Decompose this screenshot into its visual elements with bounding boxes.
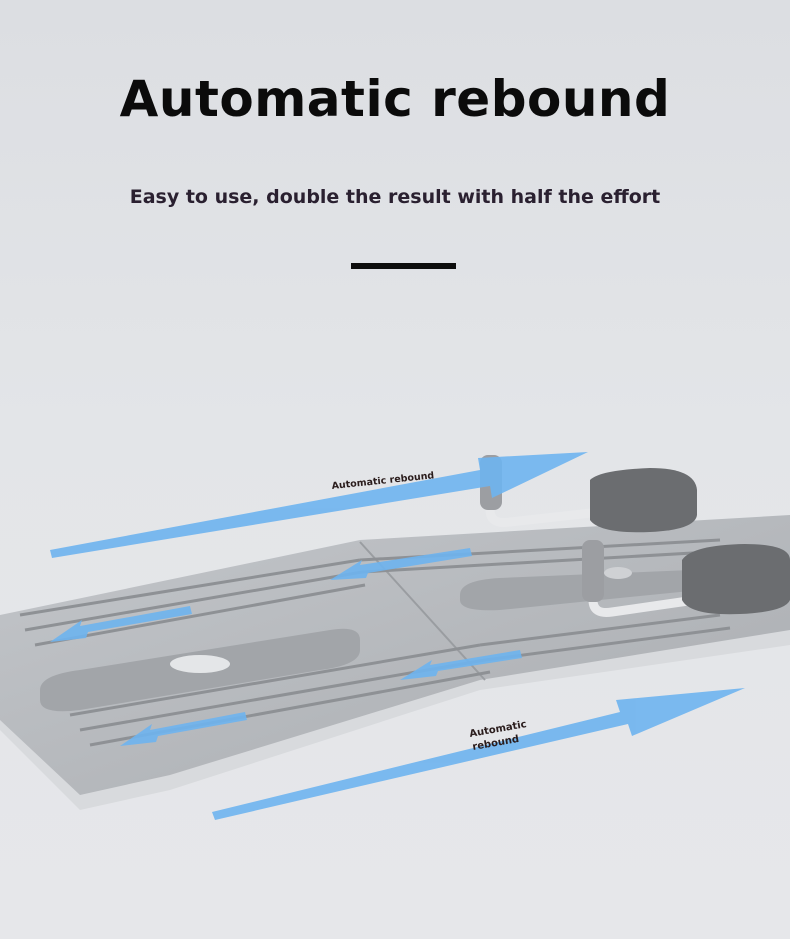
arrow-top-right xyxy=(50,452,588,558)
arrow-left-2 xyxy=(50,606,192,642)
rebound-arrows xyxy=(50,452,745,820)
foot-pad-back xyxy=(590,468,697,533)
title-divider xyxy=(351,263,456,269)
push-up-board xyxy=(0,515,790,810)
foot-pad-front xyxy=(682,544,790,615)
rebound-handle-front xyxy=(582,540,790,617)
arrow-left-1 xyxy=(330,548,472,580)
arrow-bottom-right xyxy=(212,688,745,820)
arrow-left-3 xyxy=(400,650,522,680)
page-title: Automatic rebound xyxy=(119,70,671,128)
arrow-left-4 xyxy=(120,712,247,746)
page-subtitle: Easy to use, double the result with half… xyxy=(129,186,661,208)
